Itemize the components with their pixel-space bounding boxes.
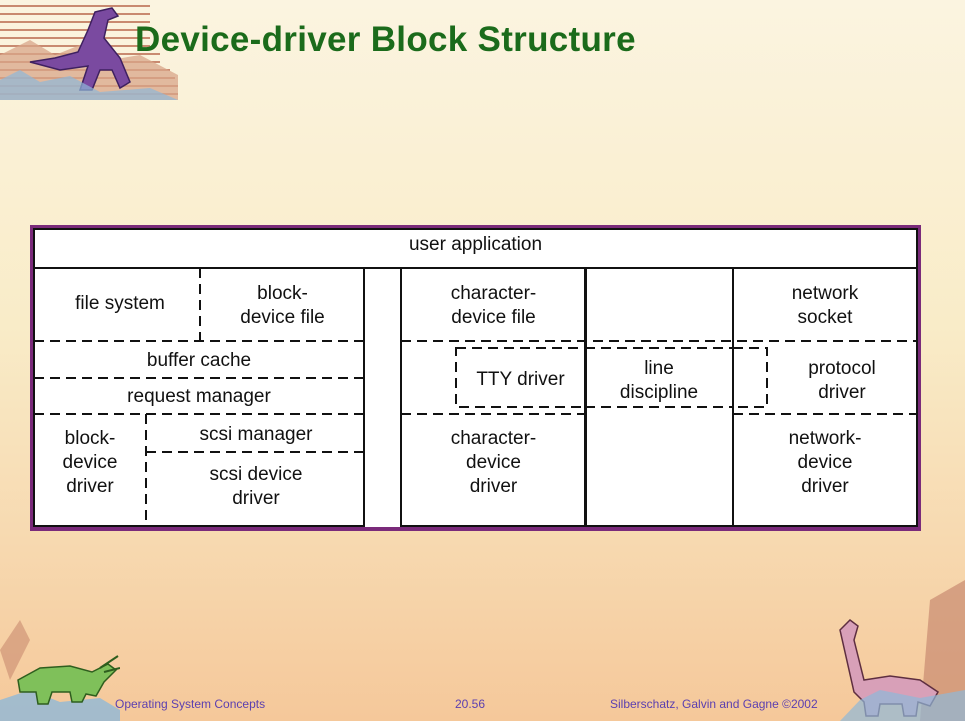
buffer-cache-label: buffer cache bbox=[146, 350, 252, 371]
network-device-driver-label: network- device driver bbox=[788, 428, 862, 497]
character-device-driver-label: character- device driver bbox=[450, 428, 537, 497]
user-application-label: user application bbox=[408, 234, 543, 255]
character-device-file-label: character- device file bbox=[450, 283, 537, 328]
dinosaur-logo-icon bbox=[0, 5, 178, 100]
request-manager-label: request manager bbox=[127, 386, 271, 407]
scsi-manager-label: scsi manager bbox=[199, 424, 313, 445]
network-socket-label: network socket bbox=[791, 283, 859, 328]
footer-course-title: Operating System Concepts bbox=[115, 697, 266, 711]
triceratops-icon bbox=[0, 620, 120, 721]
protocol-driver-label: protocol driver bbox=[808, 358, 876, 403]
scsi-device-driver-label: scsi device driver bbox=[209, 464, 303, 509]
file-system-label: file system bbox=[75, 293, 165, 314]
line-discipline-label: line discipline bbox=[619, 358, 699, 403]
brontosaurus-icon bbox=[839, 580, 965, 721]
slide-title: Device-driver Block Structure bbox=[135, 20, 636, 59]
tty-driver-label: TTY driver bbox=[476, 369, 565, 390]
footer-copyright: Silberschatz, Galvin and Gagne ©2002 bbox=[610, 697, 818, 711]
block-device-file-label: block- device file bbox=[240, 283, 325, 328]
block-device-driver-label: block- device driver bbox=[62, 428, 118, 497]
footer-page-number: 20.56 bbox=[455, 697, 486, 711]
